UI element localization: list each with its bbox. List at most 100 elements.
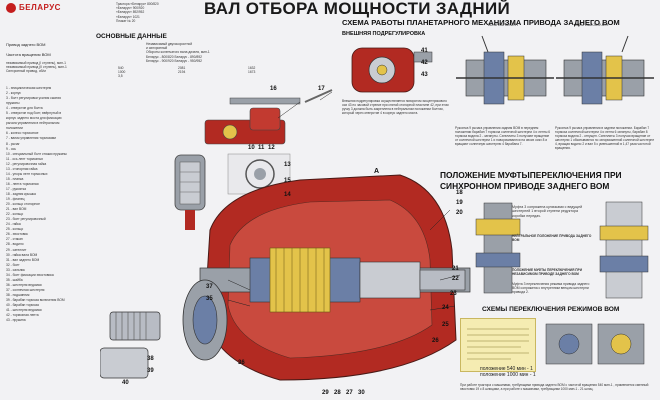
legend-item: 21 - вал ВОМ [6,207,27,212]
mode-label: положение 540 мин - 1 [480,366,533,372]
clutch-independent-drawing [599,201,649,299]
legend-item: 1 - эпициклическая шестерня [6,86,52,90]
legend-item: 25 - кольцо [6,227,24,232]
legend-item: 43 - пружина [6,318,26,323]
legend-item: корпус заднего моста для фиксации [6,116,62,121]
legend-item: 32 - болт [6,262,20,267]
basic-data-line: Привод заднего ВОМ [6,42,46,47]
callout-18: 18 [456,190,463,196]
callout-11: 11 [258,145,265,151]
planetary-heading: СХЕМА РАБОТЫ ПЛАНЕТАРНОГО МЕХАНИЗМА ПРИВ… [342,18,620,27]
value-cell: 2081 [178,66,186,70]
clutch-synchronous-drawing [475,202,521,294]
value-cell: 540 [118,66,124,70]
clutch-heading-line: СИНХРОННОМ ПРИВОДЕ ЗАДНЕГО ВОМ [440,181,610,191]
callout-15: 15 [284,178,291,184]
legend-item: 19 - фланец [6,197,25,202]
legend-item: 36 - шестерня ведомая [6,282,42,287]
callout-39: 39 [147,368,154,374]
basic-data-right-line: Беларус - 800/820 Беларус - 890/892 [146,54,203,59]
tractor-models-table: Трактора «Беларус» 800/820 «Беларус» 900… [116,2,159,23]
callout-37: 37 [206,284,213,290]
legend-item: 20 - кольцо стопорное [6,202,40,207]
legend-item: 30 - гайка вала ВОМ [6,252,38,257]
callout-24: 24 [442,305,449,311]
callout-26: 26 [432,338,439,344]
label-pto-off: ВОМ ВЫКЛЮЧЕН [575,22,609,27]
scheme-on [456,35,554,105]
legend-item: 29 - сателлит [6,247,27,252]
basic-data-line: независимый привод (II ступень), мин-1 [6,65,67,70]
callout-12: 12 [268,145,275,151]
callout-10: 10 [248,145,255,151]
basic-data-right-line: Независимый двухскоростной [146,42,193,46]
legend-item: 38 - подшипник [6,292,30,297]
legend-item: 14 - упоры лент тормозных [6,171,48,176]
external-adjust-drawing [351,47,433,93]
legend-item: 10 - специальный болт стяжки пружины [6,151,67,156]
value-cell: 1000 [118,70,126,75]
brand-logo: БЕЛАРУС [6,3,61,13]
clutch-heading-line: ПОЛОЖЕНИЕ МУФТЫПЕРЕКЛЮЧЕНИЯ ПРИ [440,170,622,180]
legend-item: 9 - ось [6,146,16,151]
callout-25: 25 [442,322,449,328]
callout-36: 36 [238,360,245,366]
callout-leaders [227,91,461,311]
callout-23: 23 [450,291,457,297]
basic-data-labels: Привод заднего ВОМ Частота вращения ВОМ … [6,42,116,74]
basic-data-right-line: Беларус - 900/920 Беларус - 950/952 [146,58,203,63]
callout-13: 13 [284,162,291,168]
legend-item: 6 - колесо тормозное [6,131,39,136]
callout-19: 19 [456,200,463,206]
legend-item: 11 - ось лент тормозных [6,156,44,161]
legend-item: положении [6,126,23,131]
value-cell: 1673 [248,70,256,75]
callout-30: 30 [358,390,365,396]
basic-data-line: Частота вращения ВОМ [6,52,51,57]
callout-14: 14 [284,192,291,198]
placard-lines [467,328,529,360]
legend-item: 34 - болт фиксации хвостовика [6,272,54,277]
callout-28: 28 [334,390,341,396]
section-label: А [374,168,380,175]
legend-item: 5 - отверстие под болт, ввёрнутый в [6,111,62,116]
legend-item: 22 - кольцо [6,212,24,217]
legend-item: 26 - хвостовик [6,232,28,237]
scheme-off [556,35,654,105]
pto-cutaway-diagram [100,89,471,381]
callout-29: 29 [322,390,329,396]
legend-item: 16 - лента тормозная [6,181,39,186]
legend-item: 31 - вал заднего ВОМ [6,257,40,262]
clutch-note-1: Муфта 3 сопряжена кулачками с ведущей ше… [512,205,583,218]
logo-emblem-icon [6,3,16,13]
external-adjust-note: Внешняя подрегулировка осуществляется по… [342,99,449,115]
brake-cylinder-drawing [174,154,206,230]
callout-42: 42 [421,60,428,66]
legend-item: 35 - шайба [6,277,23,282]
callout-41: 41 [421,48,428,54]
mode-label: положение 1000 мин - 1 [480,372,536,378]
tail-shaft-note: При работе трактора с машинами, требующи… [460,383,649,391]
legend-item: 28 - водило [6,242,24,247]
planetary-schemes-drawing [456,35,654,105]
legend-item: 41 - шестерня ведомая [6,308,42,313]
label-neutral: НЕЙТРАЛЬНОЕ ПОЛОЖЕНИЕ ПРИВОДА ЗАДНЕГО ВО… [512,234,592,243]
label-independent: ПОЛОЖЕНИЕ МУФТЫ ПЕРЕКЛЮЧЕНИЯ ПРИ НЕЗАВИС… [512,268,582,277]
planetary-text-right: Рукоятка 9 рычага управления в заднем по… [555,126,655,150]
value-cell: 2194 [178,70,186,75]
basic-data-right-line: и синхронный [146,46,168,51]
callout-43: 43 [421,72,428,78]
modes-heading: СХЕМЫ ПЕРЕКЛЮЧЕНИЯ РЕЖИМОВ ВОМ [482,306,620,313]
basic-data-heading: ОСНОВНЫЕ ДАННЫЕ [96,33,167,40]
legend-item: пружины [6,101,20,106]
callout-35: 35 [206,296,213,302]
values-col-3: 1632 1673 [248,66,255,74]
page-title: ВАЛ ОТБОРА МОЩНОСТИ ЗАДНИЙ [204,0,511,18]
callout-40: 40 [122,380,129,386]
values-col-2: 2081 2194 [178,66,185,74]
basic-data-line: независимый привод (I ступень), мин-1 [6,61,66,65]
legend-item: 40 - барабан тормоза [6,303,39,308]
legend-item: 7 - валик управления тормозами [6,136,56,141]
label-pto-on: ВОМ ВКЛЮЧЕН [488,22,518,27]
